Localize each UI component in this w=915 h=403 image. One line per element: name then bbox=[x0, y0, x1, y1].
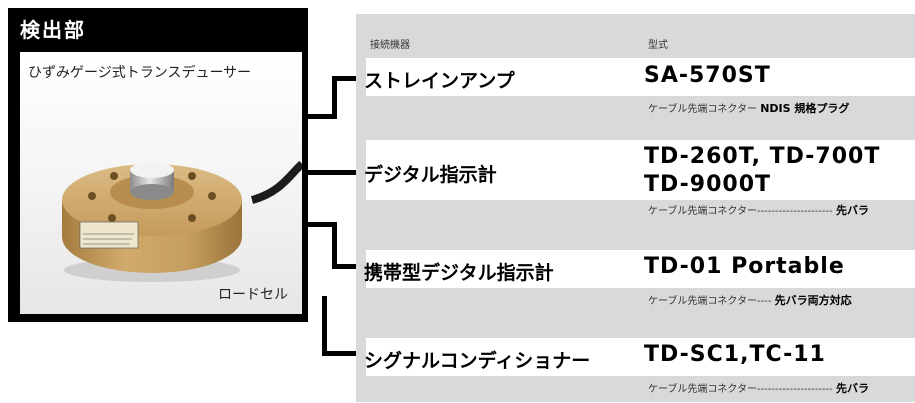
table-row bbox=[366, 338, 915, 376]
note-bold: 先バラ両方対応 bbox=[774, 294, 852, 307]
load-cell-image bbox=[62, 160, 302, 282]
device-name: ストレインアンプ bbox=[364, 70, 515, 92]
note-bold: 先バラ bbox=[835, 204, 869, 217]
connector-line-3 bbox=[332, 222, 337, 269]
sensor-caption: ロードセル bbox=[218, 287, 288, 303]
header-device: 接続機器 bbox=[370, 40, 410, 51]
connector-line-1 bbox=[332, 76, 372, 81]
note-bold: 先バラ bbox=[835, 382, 869, 395]
note-prefix: ケーブル先端コネクター---- bbox=[648, 296, 772, 307]
sensor-title: 検出部 bbox=[20, 18, 86, 42]
table-row bbox=[366, 140, 915, 200]
cable bbox=[250, 160, 302, 204]
connector-line-1 bbox=[308, 114, 336, 119]
model-number: TD-01 Portable bbox=[644, 254, 845, 279]
center-boss bbox=[130, 162, 174, 178]
sensor-subtitle: ひずみゲージ式トランスデューサー bbox=[28, 65, 252, 81]
header-model: 型式 bbox=[648, 40, 668, 51]
device-table: 接続機器 型式 ストレインアンプ SA-570ST ケーブル先端コネクター ND… bbox=[356, 14, 915, 402]
connector-line-4 bbox=[322, 351, 372, 356]
connector-line-3 bbox=[308, 222, 336, 227]
connector-note: ケーブル先端コネクター NDIS 規格プラグ bbox=[648, 100, 849, 116]
connector-line-2 bbox=[308, 170, 372, 175]
table-row bbox=[366, 250, 915, 288]
table-row bbox=[366, 58, 915, 96]
device-name: 携帯型デジタル指示計 bbox=[364, 262, 554, 284]
note-bold: NDIS 規格プラグ bbox=[760, 102, 850, 115]
connector-line-4 bbox=[322, 296, 327, 356]
sensor-panel: 検出部 bbox=[8, 8, 308, 322]
device-name: デジタル指示計 bbox=[364, 164, 497, 186]
note-prefix: ケーブル先端コネクター--------------------- bbox=[648, 384, 833, 395]
connector-note: ケーブル先端コネクター---- 先バラ両方対応 bbox=[648, 292, 852, 308]
connector-note: ケーブル先端コネクター--------------------- 先バラ bbox=[648, 202, 869, 218]
note-prefix: ケーブル先端コネクター--------------------- bbox=[648, 206, 833, 217]
device-name: シグナルコンディショナー bbox=[364, 350, 591, 372]
model-number: SA-570ST bbox=[644, 63, 771, 88]
model-number: TD-260T, TD-700T bbox=[644, 144, 881, 169]
connector-line-1 bbox=[332, 76, 337, 119]
note-prefix: ケーブル先端コネクター bbox=[648, 104, 757, 115]
model-number-line2: TD-9000T bbox=[644, 172, 772, 197]
connector-line-3 bbox=[332, 264, 372, 269]
connector-note: ケーブル先端コネクター--------------------- 先バラ bbox=[648, 380, 869, 396]
sensor-image-frame: ひずみゲージ式トランスデューサー ロードセル bbox=[20, 52, 302, 314]
model-number: TD-SC1,TC-11 bbox=[644, 342, 826, 367]
